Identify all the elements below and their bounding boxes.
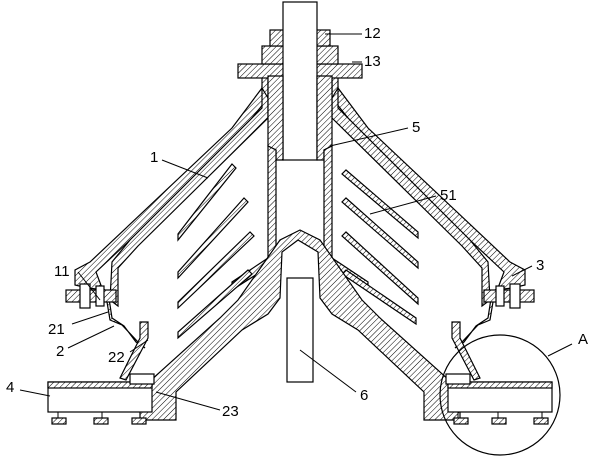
disc-stack-right: [341, 169, 419, 326]
label-12: 12: [364, 25, 381, 42]
central-hub: [139, 229, 461, 421]
label-4: 4: [6, 379, 14, 396]
right-collection-tray: [445, 373, 553, 425]
label-5: 5: [412, 119, 420, 136]
label-3: 3: [536, 257, 544, 274]
label-2: 2: [56, 343, 64, 360]
center-feed-pipe: [282, 1, 318, 161]
spindle: [286, 277, 314, 383]
left-bolt-assembly: [65, 283, 117, 309]
label-51: 51: [440, 187, 457, 204]
right-bolt-assembly: [483, 283, 535, 309]
leader-lines: [19, 33, 573, 411]
label-11: 11: [54, 263, 70, 280]
label-21: 21: [48, 321, 65, 338]
left-discharge-chute: [119, 321, 149, 381]
left-collection-tray: [47, 373, 155, 425]
label-1: 1: [150, 149, 158, 166]
label-6: 6: [360, 387, 368, 404]
right-discharge-chute: [451, 321, 481, 381]
label-13: 13: [364, 53, 381, 70]
label-23: 23: [222, 403, 239, 420]
detail-circle-a: [439, 334, 561, 456]
label-A: A: [578, 331, 588, 348]
label-22: 22: [108, 349, 125, 366]
disc-stack-left: [177, 163, 255, 340]
